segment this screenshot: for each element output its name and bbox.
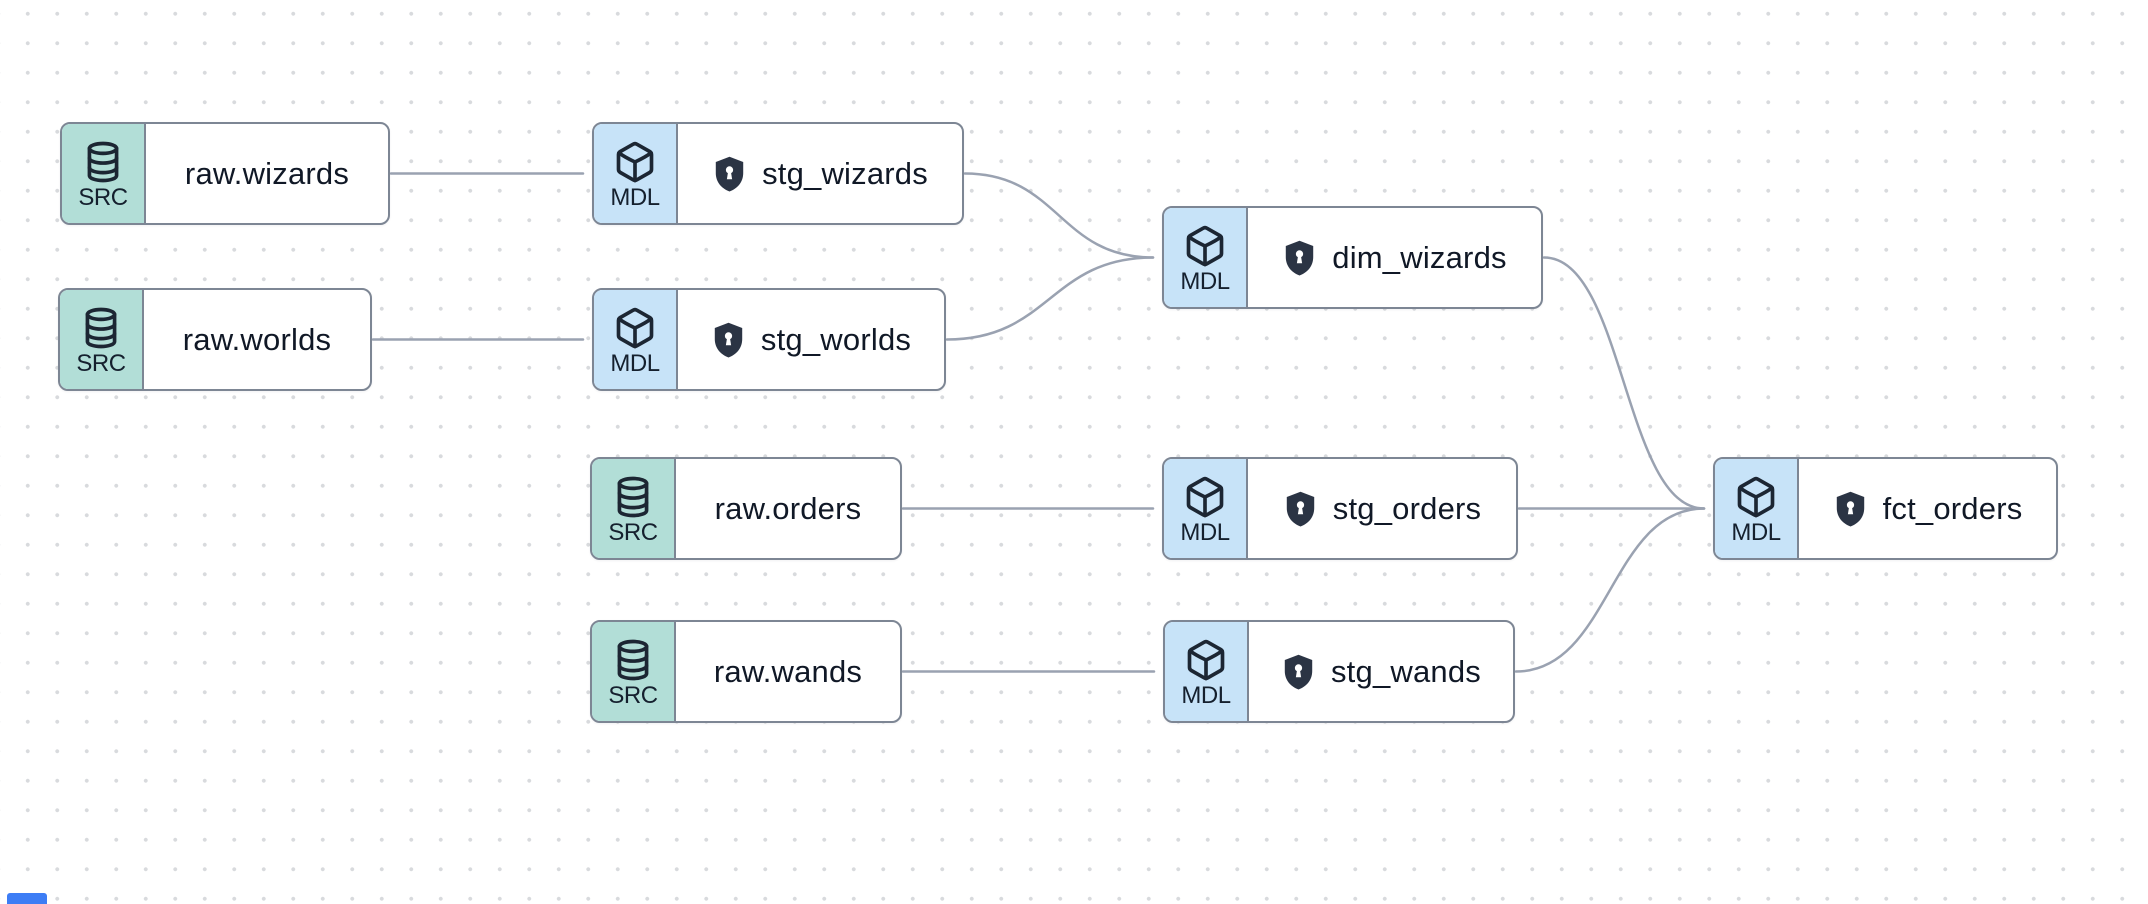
database-icon [79,306,123,350]
node-type-badge: MDL [1165,622,1249,721]
node-fct-orders[interactable]: MDL fct_orders [1713,457,2058,560]
node-name-label: dim_wizards [1332,239,1507,275]
edge-stg-wands-to-fct-orders [1514,507,1706,673]
cube-icon [613,306,657,350]
edge-dim-wizards-to-fct-orders [1542,256,1706,510]
node-raw-worlds[interactable]: SRC raw.worlds [58,288,372,391]
node-type-label: MDL [610,350,660,378]
node-type-badge: SRC [60,290,144,389]
shield-lock-icon [1282,239,1317,277]
node-type-label: SRC [608,519,658,547]
shield-lock-icon [712,155,747,193]
edge-stg-worlds-to-dim-wizards [945,256,1155,341]
node-type-label: SRC [608,682,658,710]
node-type-label: MDL [1180,519,1230,547]
node-name-label: raw.worlds [182,321,332,357]
database-icon [81,140,125,184]
cube-icon [1184,638,1228,682]
node-type-badge: MDL [594,124,678,223]
cube-icon [1183,475,1227,519]
node-type-badge: MDL [594,290,678,389]
node-stg-worlds[interactable]: MDL stg_worlds [592,288,946,391]
node-type-badge: SRC [592,622,676,721]
database-icon [611,638,655,682]
node-raw-wands[interactable]: SRC raw.wands [590,620,902,723]
cube-icon [1183,224,1227,268]
node-raw-wizards[interactable]: SRC raw.wizards [60,122,390,225]
offscreen-node-fragment [7,893,47,904]
node-raw-orders[interactable]: SRC raw.orders [590,457,902,560]
node-dim-wizards[interactable]: MDL dim_wizards [1162,206,1543,309]
edge-stg-wizards-to-dim-wizards [963,172,1155,259]
node-stg-wands[interactable]: MDL stg_wands [1163,620,1515,723]
node-type-label: MDL [1180,268,1230,296]
shield-lock-icon [1833,490,1868,528]
shield-lock-icon [1281,653,1316,691]
cube-icon [1734,475,1778,519]
node-type-label: MDL [1181,682,1231,710]
node-type-badge: MDL [1164,208,1248,307]
node-name-label: stg_worlds [760,321,912,357]
node-name-label: fct_orders [1882,490,2023,526]
database-icon [611,475,655,519]
node-type-badge: SRC [592,459,676,558]
node-stg-orders[interactable]: MDL stg_orders [1162,457,1518,560]
node-name-label: raw.wands [713,653,863,689]
node-type-label: SRC [78,184,128,212]
node-name-label: raw.wizards [184,155,350,191]
node-type-badge: MDL [1715,459,1799,558]
node-name-label: stg_orders [1332,490,1482,526]
node-type-badge: MDL [1164,459,1248,558]
node-name-label: stg_wizards [762,155,928,191]
node-type-badge: SRC [62,124,146,223]
node-type-label: MDL [1731,519,1781,547]
node-type-label: SRC [76,350,126,378]
shield-lock-icon [1283,490,1318,528]
node-stg-wizards[interactable]: MDL stg_wizards [592,122,964,225]
shield-lock-icon [711,321,746,359]
node-type-label: MDL [610,184,660,212]
cube-icon [613,140,657,184]
node-name-label: stg_wands [1330,653,1481,689]
node-name-label: raw.orders [714,490,862,526]
